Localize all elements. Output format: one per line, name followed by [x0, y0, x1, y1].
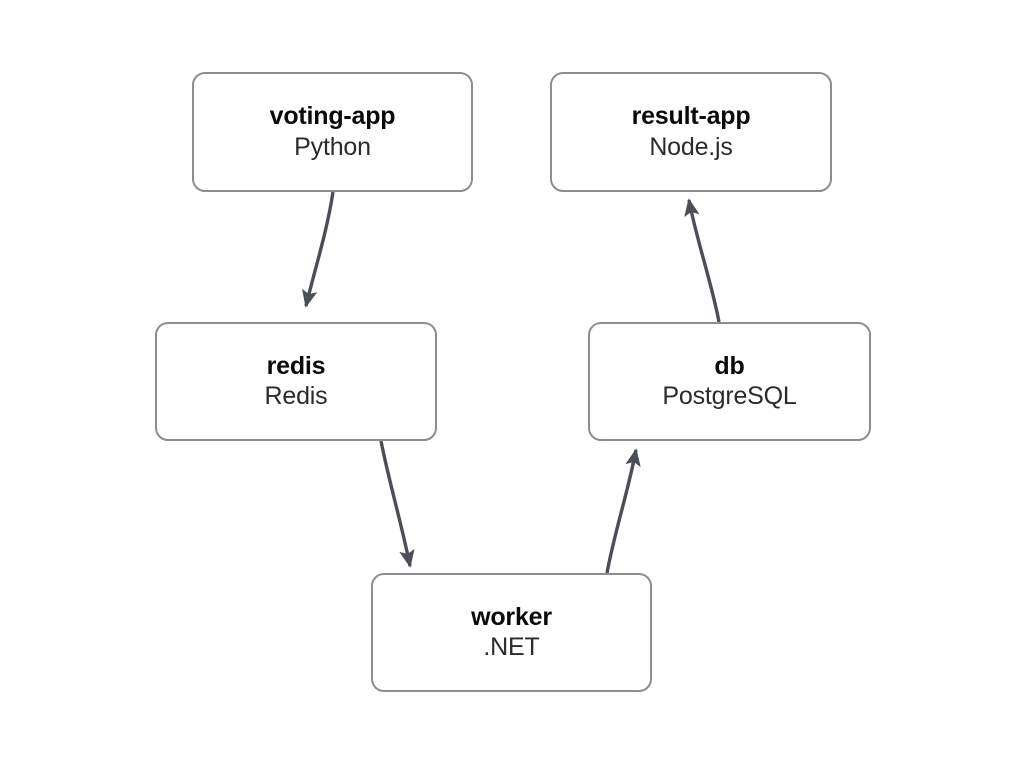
node-db[interactable]: db PostgreSQL	[588, 322, 871, 441]
edge-voting-app-to-redis	[302, 191, 335, 308]
node-voting-app[interactable]: voting-app Python	[192, 72, 473, 192]
node-title: result-app	[631, 102, 751, 131]
node-subtitle: Redis	[264, 382, 328, 411]
node-redis[interactable]: redis Redis	[155, 322, 437, 441]
node-title: redis	[266, 351, 326, 380]
node-result-app[interactable]: result-app Node.js	[550, 72, 832, 192]
node-title: voting-app	[269, 102, 396, 131]
node-subtitle: PostgreSQL	[662, 382, 797, 411]
node-title: worker	[471, 602, 552, 631]
node-worker[interactable]: worker .NET	[371, 573, 652, 692]
edge-redis-to-worker	[379, 440, 415, 568]
edge-db-to-result-app	[684, 198, 721, 323]
node-subtitle: .NET	[483, 633, 540, 662]
node-subtitle: Python	[294, 132, 371, 161]
edge-worker-to-db	[605, 448, 641, 574]
node-subtitle: Node.js	[649, 132, 733, 161]
node-title: db	[714, 351, 745, 380]
